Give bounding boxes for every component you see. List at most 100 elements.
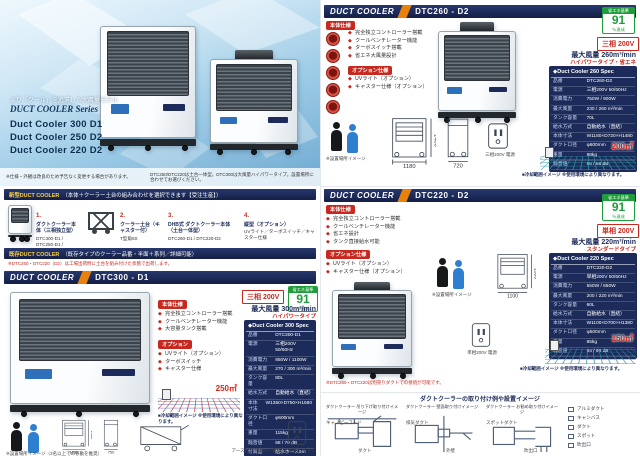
brand-plate <box>101 369 135 377</box>
lineup-header-new-lead: 新型DUCT COOLER <box>9 192 60 199</box>
feature-item: 完全独立コントローラー搭載 <box>326 216 436 224</box>
install-part-label: ダクト <box>568 424 605 430</box>
floor-grid <box>545 348 636 364</box>
cooling-area-value: 200㎡ <box>611 142 633 151</box>
caster-base <box>332 368 412 379</box>
install-label: スポットダクト <box>486 420 518 425</box>
feature-medal-icon <box>326 83 340 97</box>
dtc220-product-photo <box>332 282 412 379</box>
hero-footnotes: ※仕様・外観は改良のため予告なく変更する場合があります。 DTC250/DTC2… <box>0 168 320 186</box>
type-label: ハイパワータイプ・省エネ <box>570 60 636 66</box>
option-item: キャスター仕様（オプション） <box>326 269 436 277</box>
lineup-item-models: T型角5S <box>120 235 138 241</box>
install-diagram-wall <box>414 415 473 453</box>
lineup-item-title: 縦型（オプション） <box>244 222 290 228</box>
lineup-header-old: 既存DUCT COOLER （既存タイプのクーラー品番・半面＋系列／詳細可能） <box>4 248 316 259</box>
option-badge: オプション仕様 <box>348 66 393 75</box>
feature-item: クールベンチレーター機能 <box>326 224 436 232</box>
placement-caption: ※設置場所イメージ（2名以上での移動を推奨） <box>6 451 103 456</box>
fold-line <box>320 392 640 393</box>
lineup-item-title: クーラー土台（キャスター付） <box>120 222 161 235</box>
feature-list: 完全独立コントローラー搭載クールベンチレーター機能ターボスイッチ搭載省エネ大風量… <box>348 30 428 60</box>
lineup-item-number: 4. <box>244 213 250 219</box>
dimension-height-label: 1480 <box>432 134 436 148</box>
panel-header: DUCT COOLER DTC260 - D2 <box>324 5 636 18</box>
install-diagram-title: ダクトクーラー 吊り下げ取り付けイメージ <box>325 404 399 415</box>
power-outlet-icon <box>488 123 508 149</box>
install-label: 外壁 <box>446 448 455 453</box>
spec-badge: 本体仕様 <box>158 300 187 309</box>
duct-cooler-300-product-photo <box>100 26 196 151</box>
control-panel <box>25 369 53 379</box>
duct-outlet <box>459 22 495 31</box>
panel-header: DUCT COOLER DTC220 - D2 <box>324 189 636 202</box>
eco-title: 省エネ基準 <box>603 8 634 14</box>
panel-model: DTC220 - D2 <box>415 191 469 200</box>
cooling-area-caption: ■冷却範囲イメージ ※使用環境により異なります。 <box>522 172 625 177</box>
louver-grille <box>337 294 407 339</box>
outlet-caption: 単相200V 電源 <box>467 350 497 355</box>
duct-outlet <box>354 282 390 291</box>
spec-table-title: ◆Duct Cooler 220 Spec <box>551 255 635 265</box>
eco-value: 91 <box>611 13 626 27</box>
lineup-item-number: 1. <box>36 213 42 219</box>
control-panel <box>110 104 130 114</box>
hero-model-name: Duct Cooler 250 D2 <box>10 132 103 143</box>
hero-model-name: Duct Cooler 300 D1 <box>10 119 103 130</box>
control-panel <box>220 117 237 125</box>
spec-row: 給水方式自動給水（直結） <box>551 124 635 134</box>
part-icon <box>568 424 574 430</box>
panel-brand: DUCT COOLER <box>10 273 75 282</box>
feature-item: タンク直接給水可能 <box>326 239 436 247</box>
part-icon <box>568 415 574 421</box>
person-silhouette-blue <box>27 424 40 453</box>
cooling-area-caption: ■冷却範囲イメージ ※使用環境により異なります。 <box>520 366 623 371</box>
option-list: UVライト（オプション）ターボスイッチキャスター仕様 <box>158 351 244 374</box>
dimension-height-label: 1580 <box>90 431 92 441</box>
option-item: UVライト（オプション） <box>158 351 244 359</box>
placement-caption: ※設置場所イメージ <box>432 292 472 297</box>
cooler-position-marker <box>162 389 172 400</box>
eco-title: 省エネ基準 <box>289 287 317 293</box>
eco-unit: ％達成 <box>612 27 625 32</box>
cooling-area-value: 150㎡ <box>611 334 633 343</box>
lineup-header-new: 新型DUCT COOLER （本体＋クーラー土台の組み合わせを選択できます【受注… <box>4 189 316 200</box>
cooling-area-diagram: 200㎡ <box>540 140 636 170</box>
dimension-drawing-side: 750 <box>103 419 119 454</box>
lineup-header-old-lead: 既存DUCT COOLER <box>9 251 60 258</box>
outlet-caption: 三相200V 電源 <box>485 152 515 157</box>
dimension-drawing-side: 720 <box>447 118 469 169</box>
lineup-item-title: ダクトクーラー本体（三相独立型） <box>36 222 77 235</box>
dimension-drawing-front: 1350 1580 <box>62 419 92 454</box>
dimension-depth-label: 720 <box>453 163 463 169</box>
dimension-drawing-front: 1180 1480 <box>392 118 436 170</box>
header-accent <box>397 189 412 202</box>
brand-plate <box>384 343 403 349</box>
feature-item: クールベンチレーター機能 <box>348 38 428 46</box>
dimension-width-label: 1350 <box>70 449 80 454</box>
lineup-thumb-base-frame <box>88 212 114 234</box>
brand-plate <box>267 117 288 123</box>
spec-badge: 本体仕様 <box>326 21 355 30</box>
lineup-item-models: UVライト／ターボスイッチ／キャスター仕様 <box>244 229 315 241</box>
lineup-item-2: 2. クーラー土台（キャスター付） T型角5S <box>120 204 162 242</box>
lineup-item-models: DTC260-D1 / DTC220-D2 <box>168 235 221 241</box>
option-list: UVライト（オプション）キャスター仕様（オプション） <box>326 261 436 276</box>
hero-note-right: DTC250/DTC220は土台一体型。DTC300は大風量ハイパワータイプ。設… <box>150 171 314 183</box>
power-outlet-icon <box>471 323 491 347</box>
power-phase-label: 単相 200V <box>597 224 640 238</box>
install-part-label: スポット <box>568 433 605 439</box>
panel-model: DTC260 - D2 <box>415 7 469 16</box>
cooling-area-caption: ■冷却範囲イメージ ※使用環境により異なります。 <box>158 413 243 424</box>
panel-red-note: ※DTC260・DTC220は別売りダクトでの接続が可能です。 <box>326 380 444 385</box>
